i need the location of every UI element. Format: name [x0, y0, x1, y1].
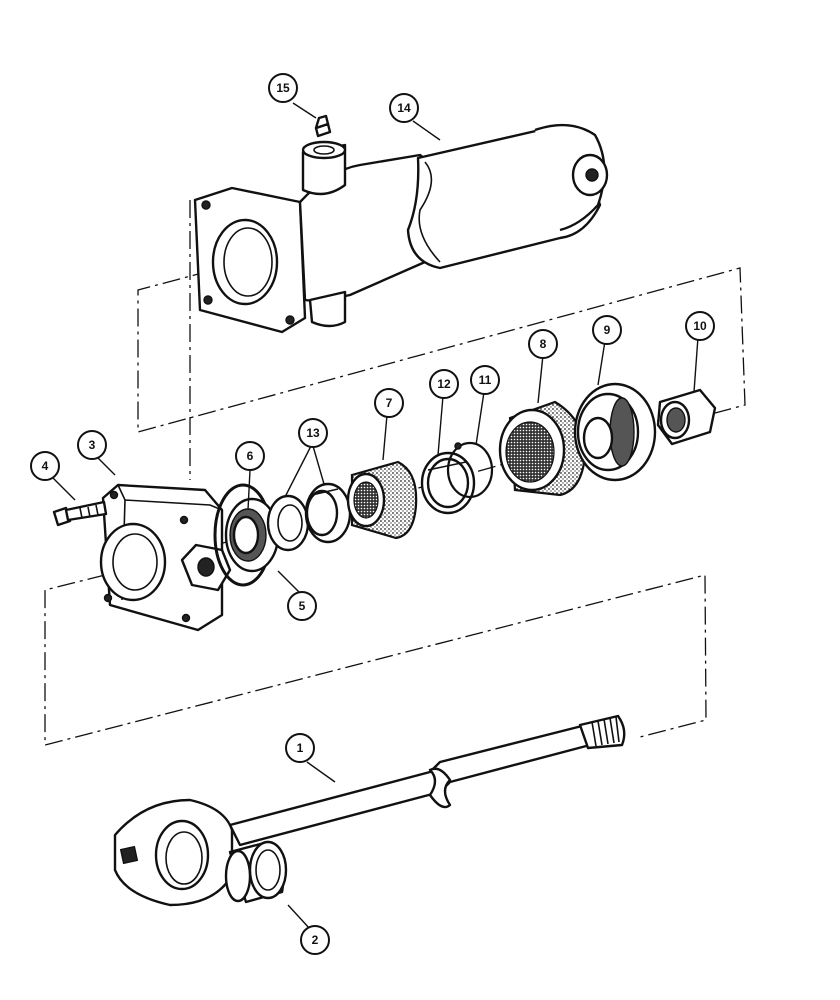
callout-7: 7 [374, 388, 404, 418]
wear-ring [420, 451, 476, 515]
centerline-barrel [137, 254, 746, 433]
head-bolt-hole [181, 613, 191, 623]
callout-11: 11 [470, 365, 500, 395]
flange-bolt-hole [203, 295, 213, 305]
rod-shaft [228, 724, 592, 847]
callout-10-label: 10 [693, 319, 707, 333]
grease-fitting [314, 114, 332, 138]
callout-14-label: 14 [397, 101, 411, 115]
barrel-port-bottom [308, 290, 347, 328]
snap-ring [446, 441, 494, 499]
callout-15-label: 15 [276, 81, 290, 95]
callout-10: 10 [685, 311, 715, 341]
head-bolt-hole [109, 490, 119, 500]
callout-7-label: 7 [386, 396, 393, 410]
callout-4: 4 [30, 451, 60, 481]
head-bolt-hole [103, 593, 113, 603]
capscrew [52, 500, 108, 527]
barrel-bore [211, 218, 279, 306]
callout-14: 14 [389, 93, 419, 123]
callout-13: 13 [298, 418, 328, 448]
callout-6: 6 [235, 441, 265, 471]
bearing [346, 460, 418, 540]
cylinder-barrel [193, 123, 609, 334]
callout-9-label: 9 [604, 323, 611, 337]
callout-3: 3 [77, 430, 107, 460]
callout-5-label: 5 [299, 599, 306, 613]
callout-9: 9 [592, 315, 622, 345]
callout-12-label: 12 [437, 377, 451, 391]
bushing [224, 840, 288, 904]
callout-11-label: 11 [479, 373, 492, 387]
callout-6-label: 6 [247, 449, 254, 463]
callout-8-label: 8 [540, 337, 547, 351]
piston [498, 400, 587, 497]
callout-15: 15 [268, 73, 298, 103]
callouts: 15 14 3 4 6 13 7 12 [30, 73, 715, 955]
piston-rod [113, 714, 626, 907]
callout-2: 2 [300, 925, 330, 955]
piston-nut [656, 388, 717, 446]
callout-5: 5 [287, 591, 317, 621]
cylinder-head [99, 483, 232, 632]
head-bolt-hole [179, 515, 189, 525]
callout-2-label: 2 [312, 933, 319, 947]
callout-8: 8 [528, 329, 558, 359]
rod-seal [304, 482, 352, 544]
callout-1: 1 [285, 733, 315, 763]
rod-seal [266, 494, 310, 552]
head-bore [99, 522, 167, 602]
flange-bolt-hole [201, 200, 211, 210]
callout-13-label: 13 [306, 426, 320, 440]
callout-1-label: 1 [297, 741, 304, 755]
flange-bolt-hole [285, 315, 295, 325]
callout-3-label: 3 [89, 438, 96, 452]
callout-12: 12 [429, 369, 459, 399]
callout-4-label: 4 [42, 459, 49, 473]
leader-lines [52, 102, 699, 930]
piston-seal [573, 382, 657, 482]
centerline-rod [44, 574, 707, 746]
